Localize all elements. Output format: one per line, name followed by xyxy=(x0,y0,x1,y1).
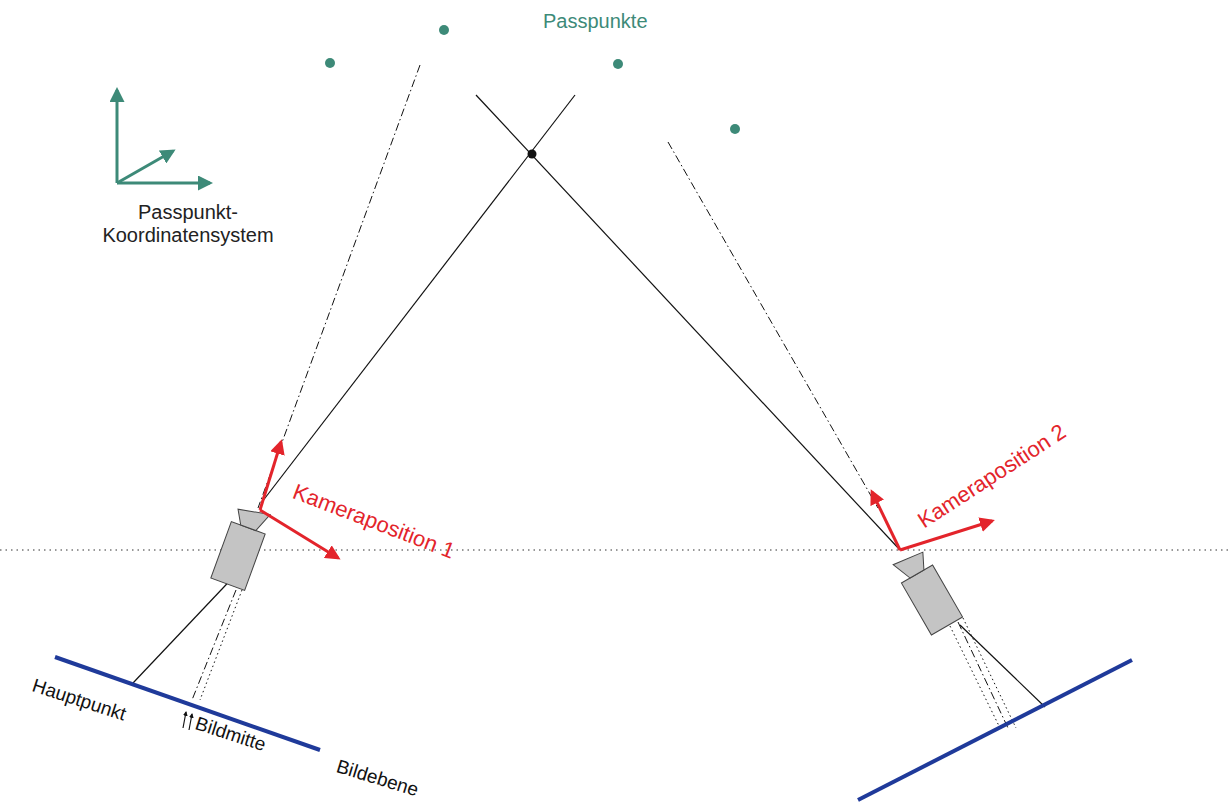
camera-label: Kameraposition 2 xyxy=(913,419,1070,533)
image-rays xyxy=(133,95,1045,707)
object-point xyxy=(528,150,537,159)
camera-axes xyxy=(260,442,992,558)
center-arrows xyxy=(183,712,192,730)
axes-label: Passpunkt- Koordinatensystem xyxy=(88,201,288,247)
point-label: Hauptpunkt xyxy=(30,675,129,726)
coordinate-axes xyxy=(117,90,210,183)
camera xyxy=(211,503,272,590)
camera xyxy=(891,548,962,635)
principal-rays xyxy=(200,590,1016,728)
point-label: Bildmitte xyxy=(193,713,269,756)
points-label: Passpunkte xyxy=(543,10,648,33)
control-points xyxy=(325,25,740,134)
image-plane xyxy=(858,660,1132,800)
camera-label: Kameraposition 1 xyxy=(289,479,458,564)
optical-axes xyxy=(192,65,1008,728)
plane-label: Bildebene xyxy=(334,755,421,801)
horizon-line xyxy=(0,550,1231,551)
